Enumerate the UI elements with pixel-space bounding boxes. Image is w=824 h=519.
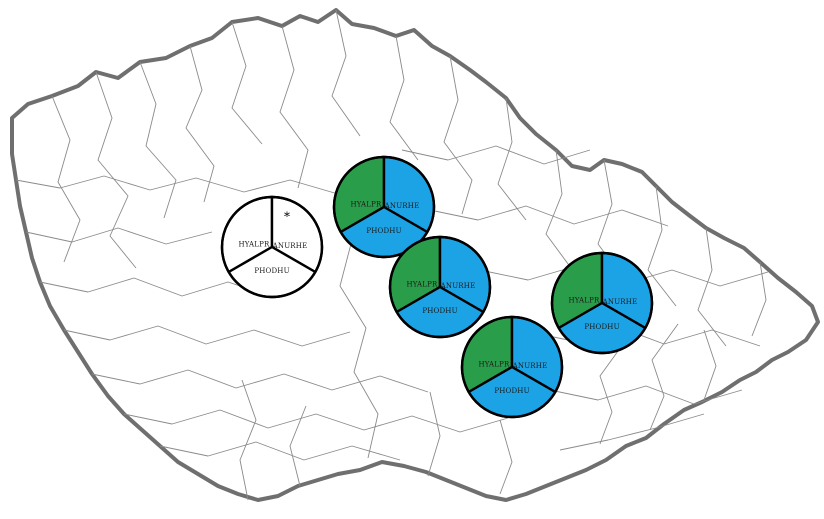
- pie-label-phodhu: PHODHU: [422, 307, 457, 315]
- district-boundaries: [15, 9, 769, 501]
- pie-label-anurhe: ANURHE: [384, 202, 420, 210]
- pie-outline: [388, 235, 492, 339]
- pie-label-anurhe: ANURHE: [272, 242, 308, 250]
- pie-outline: [220, 195, 324, 299]
- pie-label-hyalpr: HYALPR: [478, 361, 510, 369]
- pie-asterisk-mark: *: [284, 210, 290, 224]
- pie-label-phodhu: PHODHU: [494, 387, 529, 395]
- pie-label-anurhe: ANURHE: [602, 298, 638, 306]
- pie-label-phodhu: PHODHU: [254, 267, 289, 275]
- pie-label-hyalpr: HYALPR: [568, 297, 600, 305]
- pie-label-phodhu: PHODHU: [584, 323, 619, 331]
- pie-label-hyalpr: HYALPR: [238, 241, 270, 249]
- pie-outline: [332, 155, 436, 259]
- pie-label-hyalpr: HYALPR: [406, 281, 438, 289]
- pie-label-phodhu: PHODHU: [366, 227, 401, 235]
- pie-label-hyalpr: HYALPR: [350, 201, 382, 209]
- pie-label-anurhe: ANURHE: [512, 362, 548, 370]
- pie-label-anurhe: ANURHE: [440, 282, 476, 290]
- pie-outline: [550, 251, 654, 355]
- pie-outline: [460, 315, 564, 419]
